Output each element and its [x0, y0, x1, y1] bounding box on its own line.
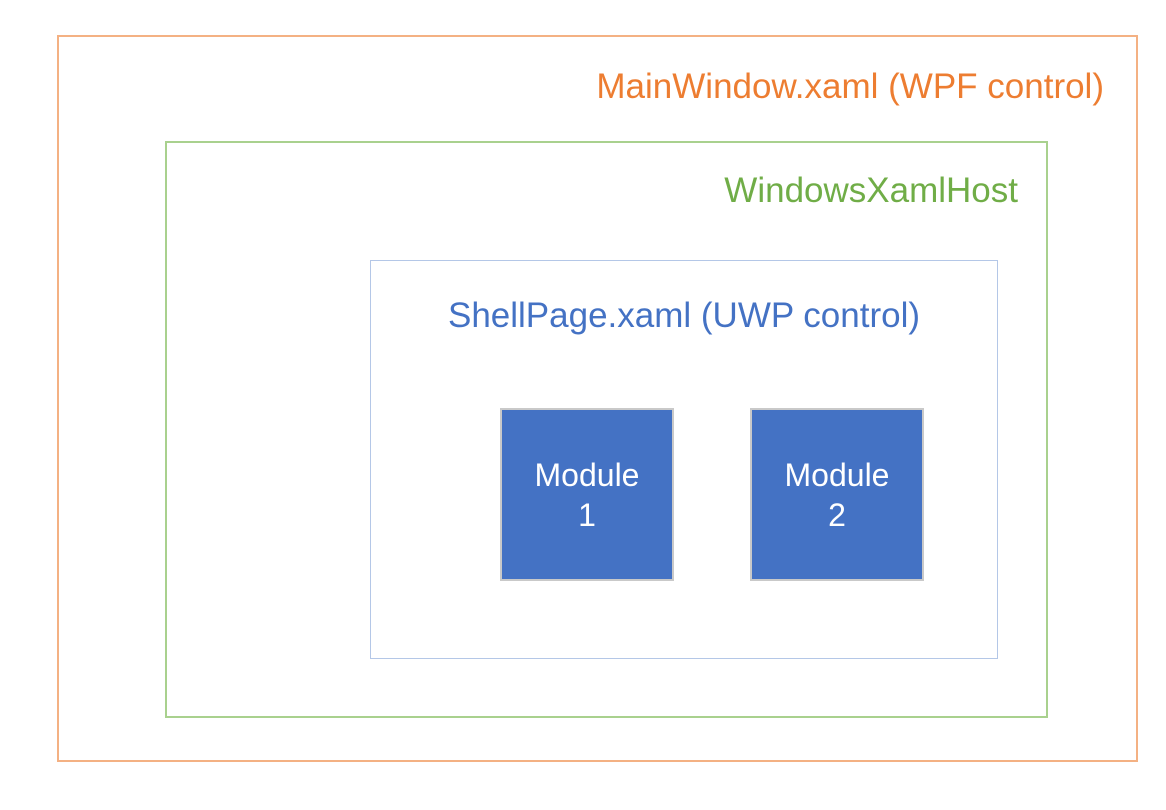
module-2-box: Module 2 — [750, 408, 924, 581]
windowsxamlhost-box — [165, 141, 1048, 718]
module-2-label-line1: Module — [784, 456, 890, 493]
module-2-label-line2: 2 — [828, 496, 846, 533]
shellpage-uwp-label: ShellPage.xaml (UWP control) — [447, 296, 921, 335]
module-1-box: Module 1 — [500, 408, 674, 581]
module-1-label-line2: 1 — [578, 496, 596, 533]
module-1-label: Module 1 — [535, 455, 640, 535]
shellpage-uwp-box — [370, 260, 998, 659]
windowsxamlhost-label: WindowsXamlHost — [724, 171, 1018, 210]
mainwindow-wpf-box — [57, 35, 1138, 762]
mainwindow-wpf-label: MainWindow.xaml (WPF control) — [596, 67, 1104, 106]
module-2-label: Module 2 — [785, 455, 890, 535]
module-1-label-line1: Module — [534, 456, 640, 493]
